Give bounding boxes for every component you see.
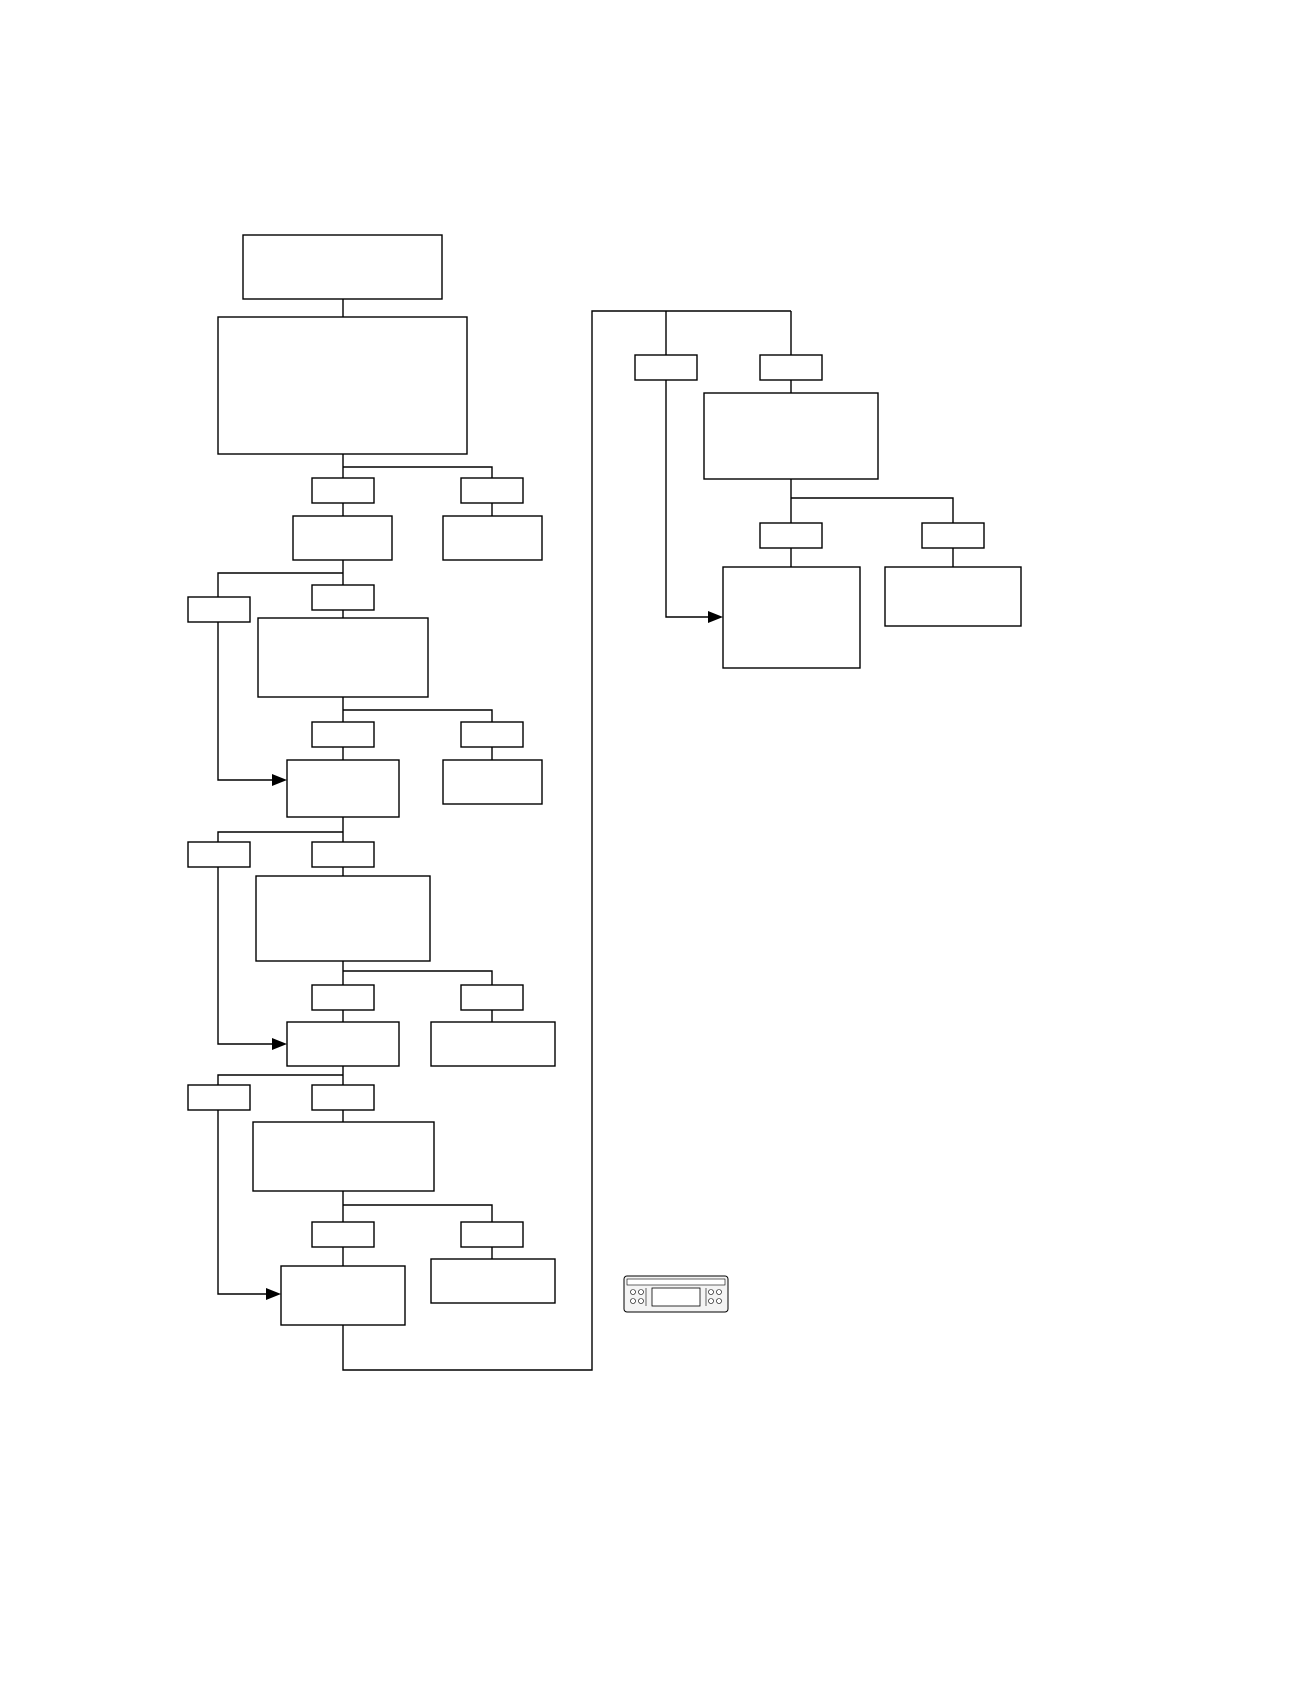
- branch-label-5-left: [311, 984, 375, 1011]
- connector: [791, 497, 954, 523]
- branch-label-1-right: [460, 477, 524, 504]
- connector: [343, 1204, 493, 1222]
- branch-label-6-bypass: [187, 1084, 251, 1111]
- arrowhead: [272, 774, 287, 786]
- arrowhead: [708, 611, 723, 623]
- branch-label-8-right: [759, 354, 823, 381]
- branch-label-9-right: [921, 522, 985, 549]
- result-box-9-right: [884, 566, 1022, 627]
- radio-head-unit-icon: [623, 1275, 729, 1313]
- connector: [217, 572, 343, 597]
- branch-label-7-left: [311, 1221, 375, 1248]
- step-box-2: [257, 617, 429, 698]
- arrowhead: [266, 1288, 281, 1300]
- result-box-7-right: [430, 1258, 556, 1304]
- arrowhead: [272, 1038, 287, 1050]
- result-box-9-left: [722, 566, 861, 669]
- step-box-5: [703, 392, 879, 480]
- result-box-1-left: [292, 515, 393, 561]
- branch-label-2-bypass: [187, 596, 251, 623]
- branch-label-7-right: [460, 1221, 524, 1248]
- result-box-3-right: [442, 759, 543, 805]
- branch-label-9-left: [759, 522, 823, 549]
- branch-label-3-left: [311, 721, 375, 748]
- bypass-arrow-line: [217, 867, 273, 1045]
- result-box-1-right: [442, 515, 543, 561]
- branch-label-3-right: [460, 721, 524, 748]
- bypass-arrow-line: [665, 380, 709, 618]
- connector: [217, 831, 343, 842]
- branch-label-8-left: [634, 354, 698, 381]
- branch-label-6-main: [311, 1084, 375, 1111]
- bypass-arrow-line: [217, 622, 273, 781]
- branch-label-5-right: [460, 984, 524, 1011]
- connector: [343, 466, 493, 478]
- bypass-arrow-line: [217, 1110, 267, 1295]
- result-box-3-left: [286, 759, 400, 818]
- result-box-7-left: [280, 1265, 406, 1326]
- step-box-1: [217, 316, 468, 455]
- step-box-4: [252, 1121, 435, 1192]
- branch-label-4-main: [311, 841, 375, 868]
- start-box: [242, 234, 443, 300]
- step-box-3: [255, 875, 431, 962]
- branch-label-2-main: [311, 584, 375, 611]
- connector: [343, 709, 493, 722]
- continuation-connector: [342, 310, 791, 1371]
- connector: [217, 1074, 343, 1085]
- connector: [343, 970, 493, 985]
- branch-label-1-left: [311, 477, 375, 504]
- result-box-5-right: [430, 1021, 556, 1067]
- branch-label-4-bypass: [187, 841, 251, 868]
- result-box-5-left: [286, 1021, 400, 1067]
